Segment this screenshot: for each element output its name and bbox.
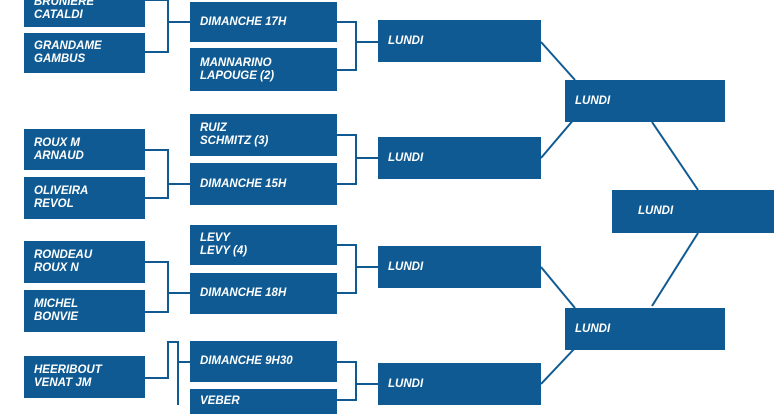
player-name: HEERIBOUT <box>34 364 102 376</box>
tournament-bracket: BRUNIERE CATALDI GRANDAME GAMBUS ROUX M … <box>24 0 774 414</box>
schedule-label: LUNDI <box>388 377 424 390</box>
player-name: BRUNIERE <box>34 0 95 8</box>
round2-match-2: MANNARINO LAPOUGE (2) <box>190 48 337 91</box>
round2-match-5: LEVY LEVY (4) <box>190 225 337 265</box>
round3-match-1: LUNDI <box>378 20 541 62</box>
player-name: REVOL <box>34 198 74 210</box>
round2-match-3: RUIZ SCHMITZ (3) <box>190 114 337 156</box>
schedule-label: LUNDI <box>388 151 424 164</box>
schedule-label: DIMANCHE 15H <box>200 177 287 190</box>
player-name: BONVIE <box>34 311 79 323</box>
player-name: GAMBUS <box>34 53 86 65</box>
player-name: LAPOUGE (2) <box>200 69 275 82</box>
player-name: SCHMITZ (3) <box>200 135 269 147</box>
player-name: ROUX N <box>34 262 79 274</box>
round3-match-3: LUNDI <box>378 246 541 288</box>
schedule-label: LUNDI <box>575 94 611 107</box>
round4-match-1: LUNDI <box>565 80 725 122</box>
round1-match-6: MICHEL BONVIE <box>24 290 145 332</box>
round4-match-2: LUNDI <box>565 308 725 350</box>
round1-match-4: OLIVEIRA REVOL <box>24 177 145 219</box>
round1-match-7: HEERIBOUT VENAT JM <box>24 356 145 398</box>
round3-match-2: LUNDI <box>378 137 541 179</box>
player-name: MANNARINO <box>200 56 272 69</box>
final-match: LUNDI <box>612 190 774 233</box>
player-name: OLIVEIRA <box>34 185 89 197</box>
schedule-label: DIMANCHE 17H <box>200 15 287 28</box>
player-name: ROUX M <box>34 136 80 149</box>
schedule-label: DIMANCHE 18H <box>200 287 287 299</box>
player-name: MICHEL <box>34 298 79 310</box>
round1-match-5: RONDEAU ROUX N <box>24 241 145 283</box>
player-name: RUIZ <box>200 122 227 134</box>
schedule-label: LUNDI <box>388 34 424 47</box>
player-name: GRANDAME <box>34 40 102 52</box>
player-name: CATALDI <box>34 9 83 21</box>
round1-match-1: BRUNIERE CATALDI <box>24 0 145 27</box>
round1-match-3: ROUX M ARNAUD <box>24 129 145 170</box>
bracket-connectors <box>145 0 699 405</box>
round2-match-1: DIMANCHE 17H <box>190 2 337 42</box>
schedule-label: DIMANCHE 9H30 <box>200 355 293 367</box>
round2-match-7: DIMANCHE 9H30 <box>190 341 337 382</box>
round3-match-4: LUNDI <box>378 363 541 405</box>
schedule-label: LUNDI <box>388 260 424 273</box>
round2-match-6: DIMANCHE 18H <box>190 273 337 314</box>
player-name: RONDEAU <box>34 249 93 261</box>
player-name: VEBER <box>200 395 240 407</box>
player-name: ARNAUD <box>34 149 84 162</box>
schedule-label: LUNDI <box>575 322 611 335</box>
player-name: LEVY <box>200 232 231 244</box>
player-name: LEVY (4) <box>200 245 248 257</box>
round2-match-8: VEBER <box>190 389 337 414</box>
player-name: VENAT JM <box>34 377 92 389</box>
schedule-label: LUNDI <box>638 205 674 217</box>
round1-match-2: GRANDAME GAMBUS <box>24 33 145 73</box>
round2-match-4: DIMANCHE 15H <box>190 163 337 205</box>
